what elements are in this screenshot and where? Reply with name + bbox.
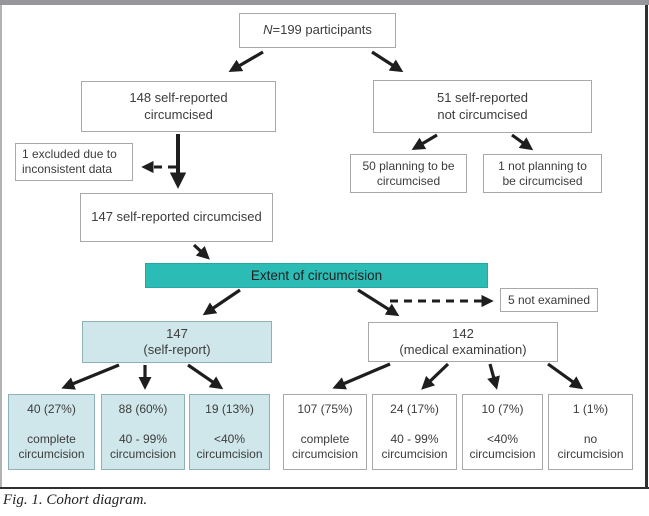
outcome-box-self-minimal: 19 (13%) <40% circumcision [189,394,270,470]
confirmed-circumcised-box: 147 self-reported circumcised [80,193,273,242]
outcome-label: <40% circumcision [469,432,536,461]
outcome-value: 1 (1%) [572,402,609,416]
outcome-box-exam-none: 1 (1%) no circumcision [548,394,633,470]
participants-box: N=199 participants [239,13,396,48]
outcome-value: 24 (17%) [390,402,439,416]
outcome-label: 40 - 99% circumcision [381,432,448,461]
medical-exam-group-box: 142 (medical examination) [368,322,558,362]
not-circumcised-box: 51 self-reported not circumcised [373,80,592,133]
outcome-box-exam-minimal: 10 (7%) <40% circumcision [462,394,543,470]
outcome-label: complete circumcision [18,432,85,461]
frame-left-border [0,5,2,489]
extent-of-circumcision-header: Extent of circumcision [145,263,488,288]
outcome-value: 10 (7%) [481,402,524,416]
frame-bottom-border [0,487,649,489]
planning-circumcision-box: 50 planning to be circumcised [350,154,467,193]
outcome-label: <40% circumcision [196,432,263,461]
not-planning-circumcision-box: 1 not planning to be circumcised [483,154,602,193]
self-report-group-box: 147 (self-report) [82,321,272,363]
frame-right-border [645,5,648,489]
outcome-box-exam-complete: 107 (75%) complete circumcision [283,394,367,470]
outcome-box-self-partial: 88 (60%) 40 - 99% circumcision [101,394,185,470]
not-examined-box: 5 not examined [500,288,598,312]
figure-caption: Fig. 1. Cohort diagram. [3,492,148,508]
outcome-value: 88 (60%) [118,402,168,416]
self-reported-circumcised-box: 148 self-reported circumcised [81,81,276,132]
outcome-label: complete circumcision [291,432,358,461]
outcome-value: 40 (27%) [27,402,76,416]
outcome-value: 107 (75%) [297,402,353,416]
outcome-box-exam-partial: 24 (17%) 40 - 99% circumcision [372,394,457,470]
outcome-value: 19 (13%) [205,402,254,416]
excluded-box: 1 excluded due to inconsistent data [15,143,133,181]
frame-top-border [0,0,649,5]
outcome-label: 40 - 99% circumcision [109,432,176,461]
outcome-box-self-complete: 40 (27%) complete circumcision [8,394,95,470]
outcome-label: no circumcision [557,432,624,461]
participants-label: N=199 participants [263,22,372,38]
